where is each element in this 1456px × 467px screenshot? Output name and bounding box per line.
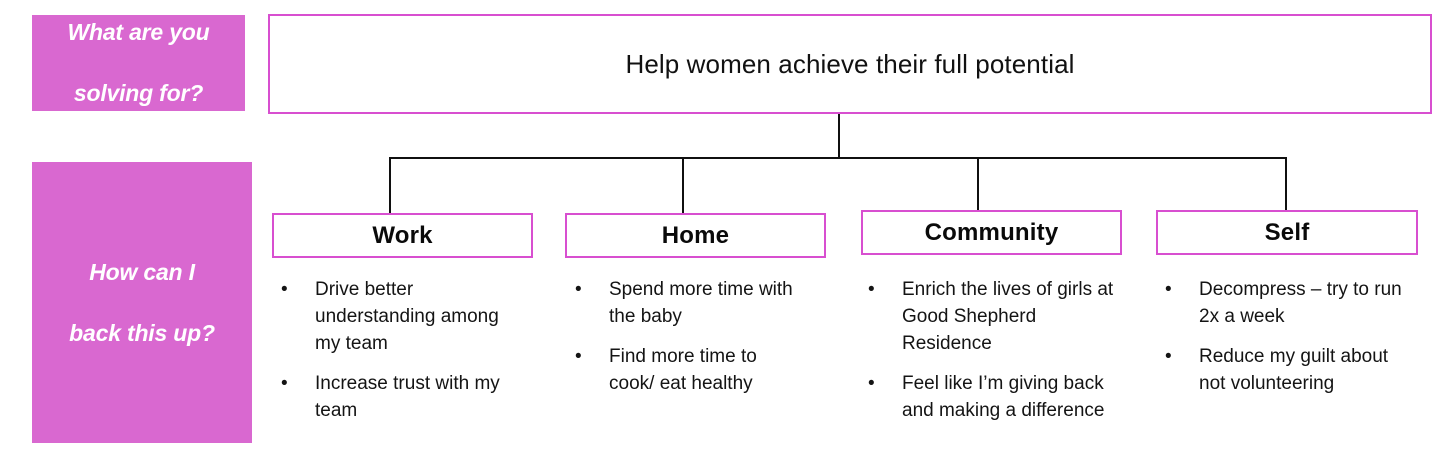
goal-box: Help women achieve their full potential bbox=[268, 14, 1432, 114]
question-block-back-this-up: How can I back this up? bbox=[32, 162, 252, 443]
bullet-text: Feel like I’m giving back and making a d… bbox=[902, 372, 1109, 421]
goal-text: Help women achieve their full potential bbox=[625, 48, 1075, 79]
connector-drop-community bbox=[977, 157, 979, 212]
question-line-1: What are you bbox=[67, 19, 210, 46]
list-item: • Feel like I’m giving back and making a… bbox=[868, 371, 1116, 425]
category-box-work: Work bbox=[272, 213, 533, 258]
question-block-solving-for: What are you solving for? bbox=[32, 15, 245, 111]
list-item: • Decompress – try to run 2x a week bbox=[1165, 277, 1413, 331]
bullet-text: Enrich the lives of girls at Good Shephe… bbox=[902, 279, 1119, 354]
bullet-dot-icon: • bbox=[281, 372, 288, 394]
question-block-back-this-up-text: How can I back this up? bbox=[53, 257, 231, 348]
bullet-text: Reduce my guilt about not volunteering bbox=[1199, 345, 1394, 394]
list-item: • Drive better understanding among my te… bbox=[281, 277, 521, 358]
question-line-2: solving for? bbox=[73, 80, 204, 107]
bullet-dot-icon: • bbox=[1165, 345, 1172, 367]
list-item: • Increase trust with my team bbox=[281, 371, 521, 425]
connector-drop-work bbox=[389, 157, 391, 214]
bullet-text: Decompress – try to run 2x a week bbox=[1199, 279, 1408, 327]
bullet-dot-icon: • bbox=[1165, 279, 1172, 300]
category-label-community: Community bbox=[924, 218, 1059, 246]
bullet-list-home: • Spend more time with the baby • Find m… bbox=[575, 277, 807, 398]
category-label-work: Work bbox=[372, 221, 433, 249]
bullet-text: Increase trust with my team bbox=[315, 372, 506, 421]
question-block-solving-for-text: What are you solving for? bbox=[51, 17, 225, 108]
list-item: • Reduce my guilt about not volunteering bbox=[1165, 344, 1413, 398]
connector-drop-self bbox=[1285, 157, 1287, 212]
bullet-list-self: • Decompress – try to run 2x a week • Re… bbox=[1165, 277, 1413, 398]
connector-trunk-vertical bbox=[838, 114, 840, 159]
bullet-list-work: • Drive better understanding among my te… bbox=[281, 277, 521, 425]
bullet-text: Drive better understanding among my team bbox=[315, 279, 510, 354]
bullet-text: Spend more time with the baby bbox=[609, 279, 799, 327]
list-item: • Find more time to cook/ eat healthy bbox=[575, 344, 807, 398]
category-box-self: Self bbox=[1156, 210, 1418, 255]
category-box-community: Community bbox=[861, 210, 1122, 255]
category-label-self: Self bbox=[1264, 218, 1310, 246]
bullet-dot-icon: • bbox=[868, 372, 875, 394]
bullet-dot-icon: • bbox=[575, 345, 582, 367]
category-box-home: Home bbox=[565, 213, 826, 258]
connector-drop-home bbox=[682, 157, 684, 214]
category-label-home: Home bbox=[661, 221, 730, 249]
bullet-dot-icon: • bbox=[281, 279, 288, 300]
bullet-text: Find more time to cook/ eat healthy bbox=[609, 345, 763, 394]
connector-horizontal-bar bbox=[389, 157, 1287, 159]
bullet-dot-icon: • bbox=[868, 279, 875, 300]
question-line-2: back this up? bbox=[69, 319, 215, 346]
question-line-1: How can I bbox=[89, 258, 195, 285]
list-item: • Enrich the lives of girls at Good Shep… bbox=[868, 277, 1116, 358]
bullet-dot-icon: • bbox=[575, 279, 582, 300]
bullet-list-community: • Enrich the lives of girls at Good Shep… bbox=[868, 277, 1116, 425]
list-item: • Spend more time with the baby bbox=[575, 277, 807, 331]
